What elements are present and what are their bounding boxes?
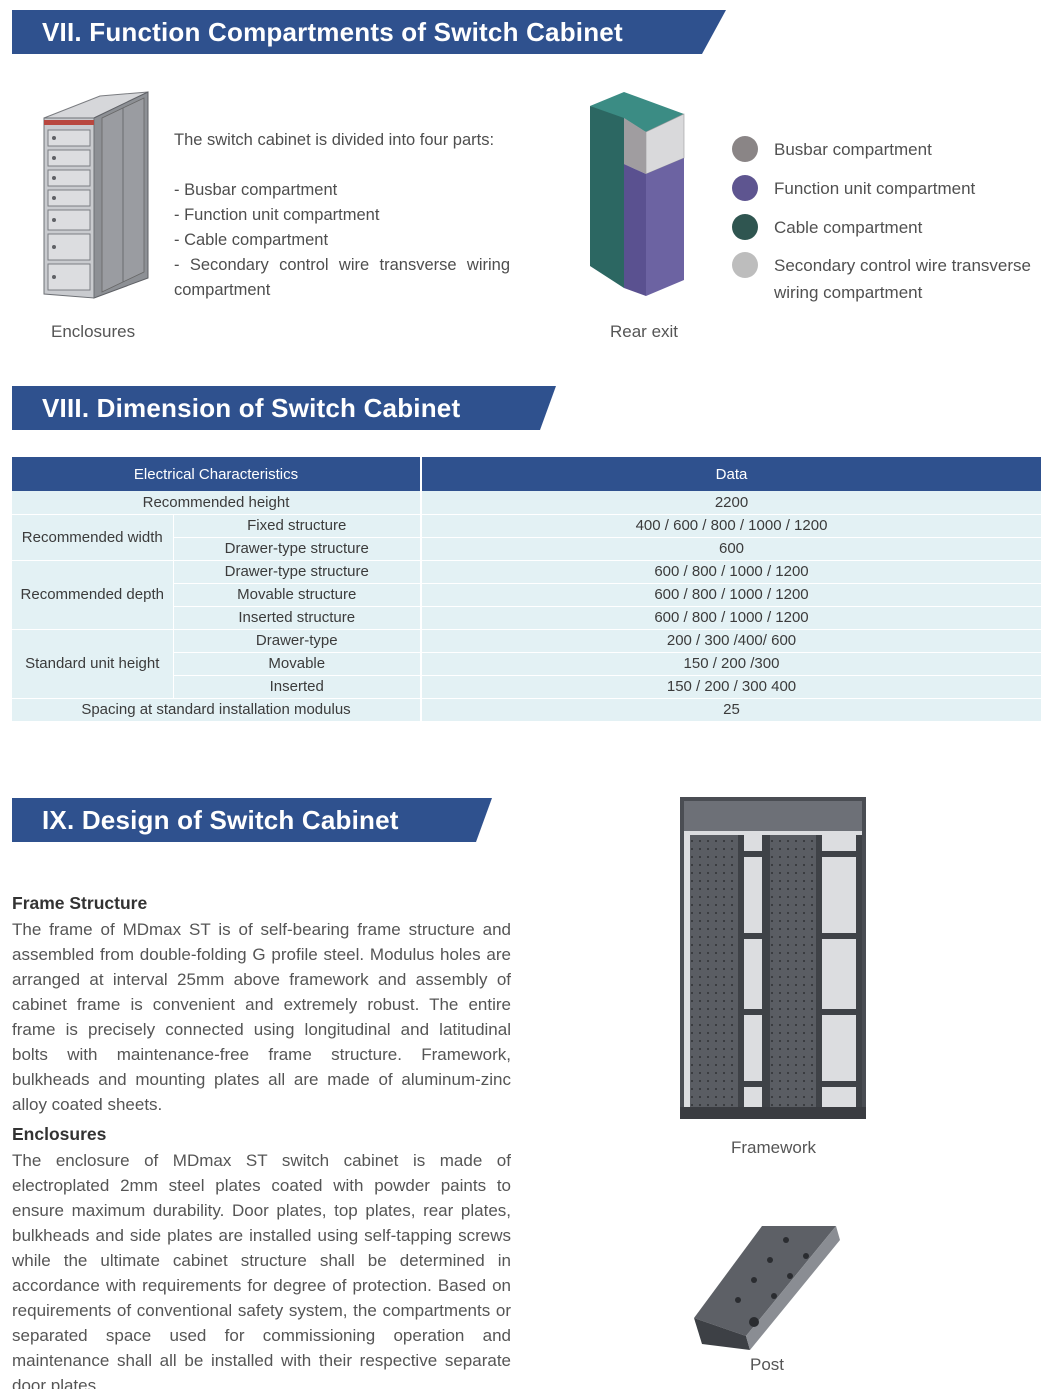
- section-8-banner: VIII. Dimension of Switch Cabinet: [12, 386, 556, 430]
- section-7-banner: VII. Function Compartments of Switch Cab…: [12, 10, 726, 54]
- compartment-item: - Cable compartment: [174, 231, 329, 249]
- frame-structure-heading: Frame Structure: [12, 893, 148, 913]
- section-9-title: IX. Design of Switch Cabinet: [42, 804, 399, 835]
- row-label: Spacing at standard installation modulus: [12, 698, 421, 722]
- rear-exit-cabinet-image: [590, 92, 685, 296]
- table-header-row: Electrical Characteristics Data: [12, 457, 1041, 491]
- row-value: 600: [420, 537, 1041, 561]
- row-value: 600 / 800 / 1000 / 1200: [420, 606, 1041, 630]
- table-row: Drawer-type structure 600: [12, 537, 1041, 561]
- row-sublabel: Inserted structure: [172, 606, 421, 630]
- row-sublabel: Drawer-type structure: [172, 560, 421, 584]
- group-label: Standard unit height: [12, 629, 173, 699]
- legend-item-busbar: Busbar compartment: [732, 136, 1044, 163]
- table-row: Recommended width Fixed structure 400 / …: [12, 514, 1041, 561]
- legend-label: Cable compartment: [774, 218, 923, 237]
- legend-item-cable: Cable compartment: [732, 214, 1044, 241]
- enclosure-cabinet-image: [43, 91, 149, 299]
- caption-framework: Framework: [731, 1138, 817, 1157]
- legend-item-secondary-wiring: Secondary control wire transverse wiring…: [732, 252, 1044, 306]
- row-sublabel: Movable structure: [172, 583, 421, 607]
- row-value: 600 / 800 / 1000 / 1200: [420, 583, 1041, 607]
- compartment-item: - Secondary control wire transverse wiri…: [174, 256, 510, 299]
- table-row: Movable 150 / 200 /300: [12, 652, 1041, 676]
- caption-enclosures: Enclosures: [51, 322, 136, 341]
- row-label: Recommended height: [12, 491, 421, 515]
- table-row: Inserted structure 600 / 800 / 1000 / 12…: [12, 606, 1041, 630]
- section-8-title: VIII. Dimension of Switch Cabinet: [42, 392, 461, 423]
- table-row: Spacing at standard installation modulus…: [12, 698, 1041, 722]
- legend-label: Function unit compartment: [774, 179, 976, 198]
- row-sublabel: Drawer-type: [172, 629, 421, 653]
- row-value: 2200: [420, 491, 1041, 515]
- compartment-list: - Busbar compartment - Function unit com…: [174, 178, 510, 303]
- legend-item-function-unit: Function unit compartment: [732, 175, 1044, 202]
- row-value: 200 / 300 /400/ 600: [420, 629, 1041, 653]
- row-sublabel: Fixed structure: [172, 514, 421, 538]
- table-row: Recommended height 2200: [12, 491, 1041, 515]
- table-row: Inserted 150 / 200 / 300 400: [12, 675, 1041, 699]
- row-value: 400 / 600 / 800 / 1000 / 1200: [420, 514, 1041, 538]
- legend-label: Busbar compartment: [774, 140, 932, 159]
- section-7-title: VII. Function Compartments of Switch Cab…: [42, 16, 623, 47]
- legend-label: Secondary control wire transverse wiring…: [774, 256, 1032, 302]
- compartment-item: - Function unit compartment: [174, 206, 380, 224]
- group-label: Recommended width: [12, 514, 173, 561]
- legend-dot: [732, 252, 758, 278]
- enclosures-heading: Enclosures: [12, 1124, 107, 1144]
- compartment-item: - Busbar compartment: [174, 181, 338, 199]
- enclosures-text: The enclosure of MDmax ST switch cabinet…: [12, 1151, 511, 1389]
- row-value: 600 / 800 / 1000 / 1200: [420, 560, 1041, 584]
- legend-dot: [732, 136, 758, 162]
- table-row: Recommended depth Drawer-type structure …: [12, 560, 1041, 630]
- post-image: [694, 1226, 840, 1350]
- legend-dot: [732, 214, 758, 240]
- row-value: 150 / 200 / 300 400: [420, 675, 1041, 699]
- table-row: Standard unit height Drawer-type 200 / 3…: [12, 629, 1041, 699]
- table-row: Movable structure 600 / 800 / 1000 / 120…: [12, 583, 1041, 607]
- caption-rear-exit: Rear exit: [610, 322, 679, 341]
- compartment-intro: The switch cabinet is divided into four …: [174, 131, 495, 149]
- header-electrical-characteristics: Electrical Characteristics: [12, 457, 421, 491]
- section-9-banner: IX. Design of Switch Cabinet: [12, 798, 492, 842]
- row-sublabel: Movable: [172, 652, 421, 676]
- frame-structure-text: The frame of MDmax ST is of self-bearing…: [12, 920, 511, 1114]
- caption-post: Post: [750, 1355, 785, 1374]
- legend-dot: [732, 175, 758, 201]
- header-data: Data: [420, 457, 1041, 491]
- group-label: Recommended depth: [12, 560, 173, 630]
- row-value: 25: [420, 698, 1041, 722]
- framework-image: [680, 797, 866, 1119]
- row-value: 150 / 200 /300: [420, 652, 1041, 676]
- row-sublabel: Inserted: [172, 675, 421, 699]
- row-sublabel: Drawer-type structure: [172, 537, 421, 561]
- dimension-table: Electrical Characteristics Data Recommen…: [12, 457, 1041, 722]
